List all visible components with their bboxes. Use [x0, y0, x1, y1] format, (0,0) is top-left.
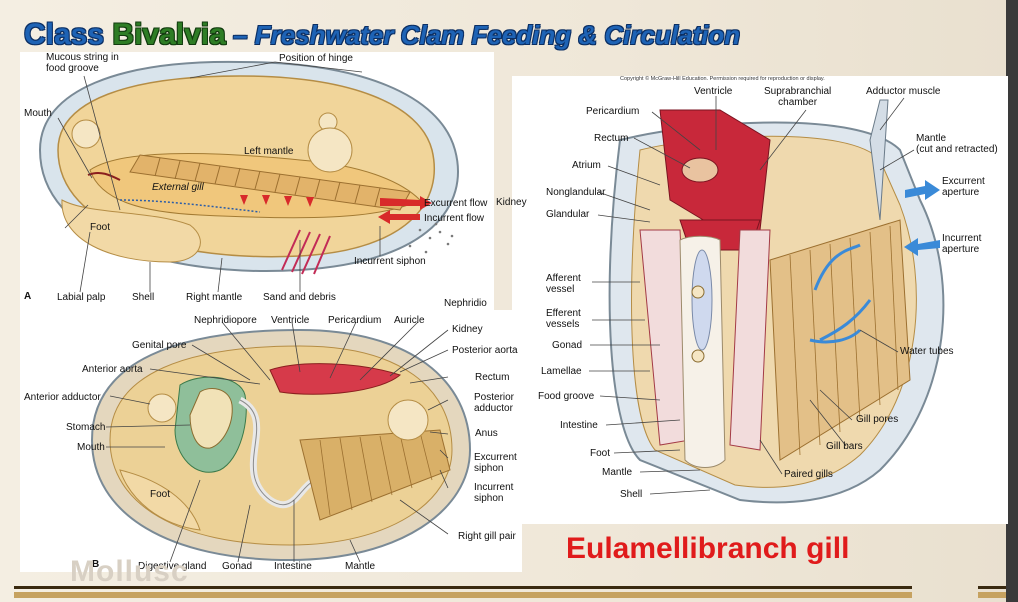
- label-c-mantle: Mantle: [602, 467, 633, 478]
- label-b-kidney: Kidney: [452, 324, 483, 335]
- label-b-ventricle: Ventricle: [271, 315, 310, 326]
- label-b-mantle: Mantle: [345, 561, 376, 572]
- label-glandular: Glandular: [546, 209, 590, 220]
- label-sand-debris: Sand and debris: [263, 292, 336, 303]
- label-atrium: Atrium: [572, 160, 601, 171]
- label-b-foot: Foot: [150, 489, 171, 500]
- label-water-tubes: Water tubes: [900, 346, 954, 357]
- label-right-gill-pair: Right gill pair: [458, 531, 516, 542]
- label-mucous-string: Mucous string in food groove: [46, 52, 119, 74]
- label-lamellae: Lamellae: [541, 366, 582, 377]
- label-nephridio-cut: Nephridio: [444, 298, 487, 309]
- label-b-incurrent-siphon: Incurrent siphon: [474, 482, 514, 504]
- label-excurrent-siphon: Excurrent siphon: [474, 452, 517, 474]
- label-anterior-aorta: Anterior aorta: [82, 364, 143, 375]
- title-class: Class: [24, 18, 105, 51]
- label-posterior-aorta: Posterior aorta: [452, 345, 518, 356]
- label-posterior-adductor: Posterior adductor: [474, 392, 515, 414]
- caption-eulamellibranch: Eulamellibranch gill: [566, 532, 850, 565]
- label-left-mantle: Left mantle: [244, 146, 294, 157]
- label-b-gonad: Gonad: [222, 561, 253, 572]
- label-gill-bars: Gill bars: [826, 441, 863, 452]
- label-incurrent-flow: Incurrent flow: [424, 213, 485, 224]
- clam-a-illustration: [38, 60, 459, 293]
- label-a-mouth: Mouth: [24, 108, 52, 119]
- label-right-mantle: Right mantle: [186, 292, 243, 303]
- copyright-notice: Copyright © McGraw-Hill Education. Permi…: [620, 76, 825, 82]
- label-b-pericardium: Pericardium: [328, 315, 382, 326]
- title-subtitle: – Freshwater Clam Feeding & Circulation: [225, 20, 741, 50]
- label-nephridiopore: Nephridiopore: [194, 315, 257, 326]
- label-anus: Anus: [475, 428, 498, 439]
- label-c-pericardium: Pericardium: [586, 106, 640, 117]
- label-b-mouth: Mouth: [77, 442, 105, 453]
- ghost-watermark-text: Mollusc: [70, 555, 189, 588]
- label-nonglandular: Nonglandular: [546, 187, 606, 198]
- label-c-ventricle: Ventricle: [694, 86, 733, 97]
- slide-title: Class Bivalvia – Freshwater Clam Feeding…: [24, 18, 740, 52]
- label-food-groove: Food groove: [538, 391, 595, 402]
- label-c-gonad: Gonad: [552, 340, 583, 351]
- label-excurrent-aperture: Excurrent aperture: [942, 176, 985, 198]
- footer-rule-gold: [14, 592, 912, 598]
- label-c-rectum: Rectum: [594, 133, 629, 144]
- label-gill-pores: Gill pores: [856, 414, 899, 425]
- panel-b-letter: B: [92, 559, 100, 570]
- label-c-foot: Foot: [590, 448, 611, 459]
- label-c-intestine: Intestine: [560, 420, 598, 431]
- label-genital-pore: Genital pore: [132, 340, 187, 351]
- footer-rule-dark-right: [978, 586, 1006, 589]
- label-auricle: Auricle: [394, 315, 425, 326]
- clam-b-illustration: [90, 321, 472, 563]
- label-efferent-vessels: Efferent vessels: [546, 308, 581, 330]
- label-afferent-vessel: Afferent vessel: [546, 273, 581, 295]
- footer-rule-dark: [14, 586, 912, 589]
- label-c-shell: Shell: [620, 489, 643, 500]
- label-labial-palp: Labial palp: [57, 292, 106, 303]
- label-position-hinge: Position of hinge: [279, 53, 353, 64]
- footer-rule-gold-right: [978, 592, 1006, 598]
- label-anterior-adductor: Anterior adductor: [24, 392, 101, 403]
- panel-a-letter: A: [24, 291, 32, 302]
- label-digestive-gland: Digestive gland: [138, 561, 207, 572]
- label-stomach: Stomach: [66, 422, 106, 433]
- slide-edge-band: [1006, 0, 1018, 602]
- label-excurrent-flow: Excurrent flow: [424, 198, 488, 209]
- label-paired-gills: Paired gills: [784, 469, 833, 480]
- label-b-rectum: Rectum: [475, 372, 510, 383]
- label-suprabranchial: Suprabranchial chamber: [764, 86, 832, 108]
- label-b-intestine: Intestine: [274, 561, 312, 572]
- label-mantle-cut: Mantle (cut and retracted): [916, 133, 998, 155]
- label-a-shell: Shell: [132, 292, 155, 303]
- label-a-incurrent-siphon: Incurrent siphon: [354, 256, 426, 267]
- title-bivalvia: Bivalvia: [112, 18, 226, 51]
- label-incurrent-aperture: Incurrent aperture: [942, 233, 982, 255]
- label-external-gill: External gill: [152, 182, 204, 193]
- gill-section-illustration: [589, 96, 945, 504]
- label-a-foot: Foot: [90, 222, 111, 233]
- label-c-kidney: Kidney: [496, 197, 527, 208]
- label-adductor-muscle: Adductor muscle: [866, 86, 941, 97]
